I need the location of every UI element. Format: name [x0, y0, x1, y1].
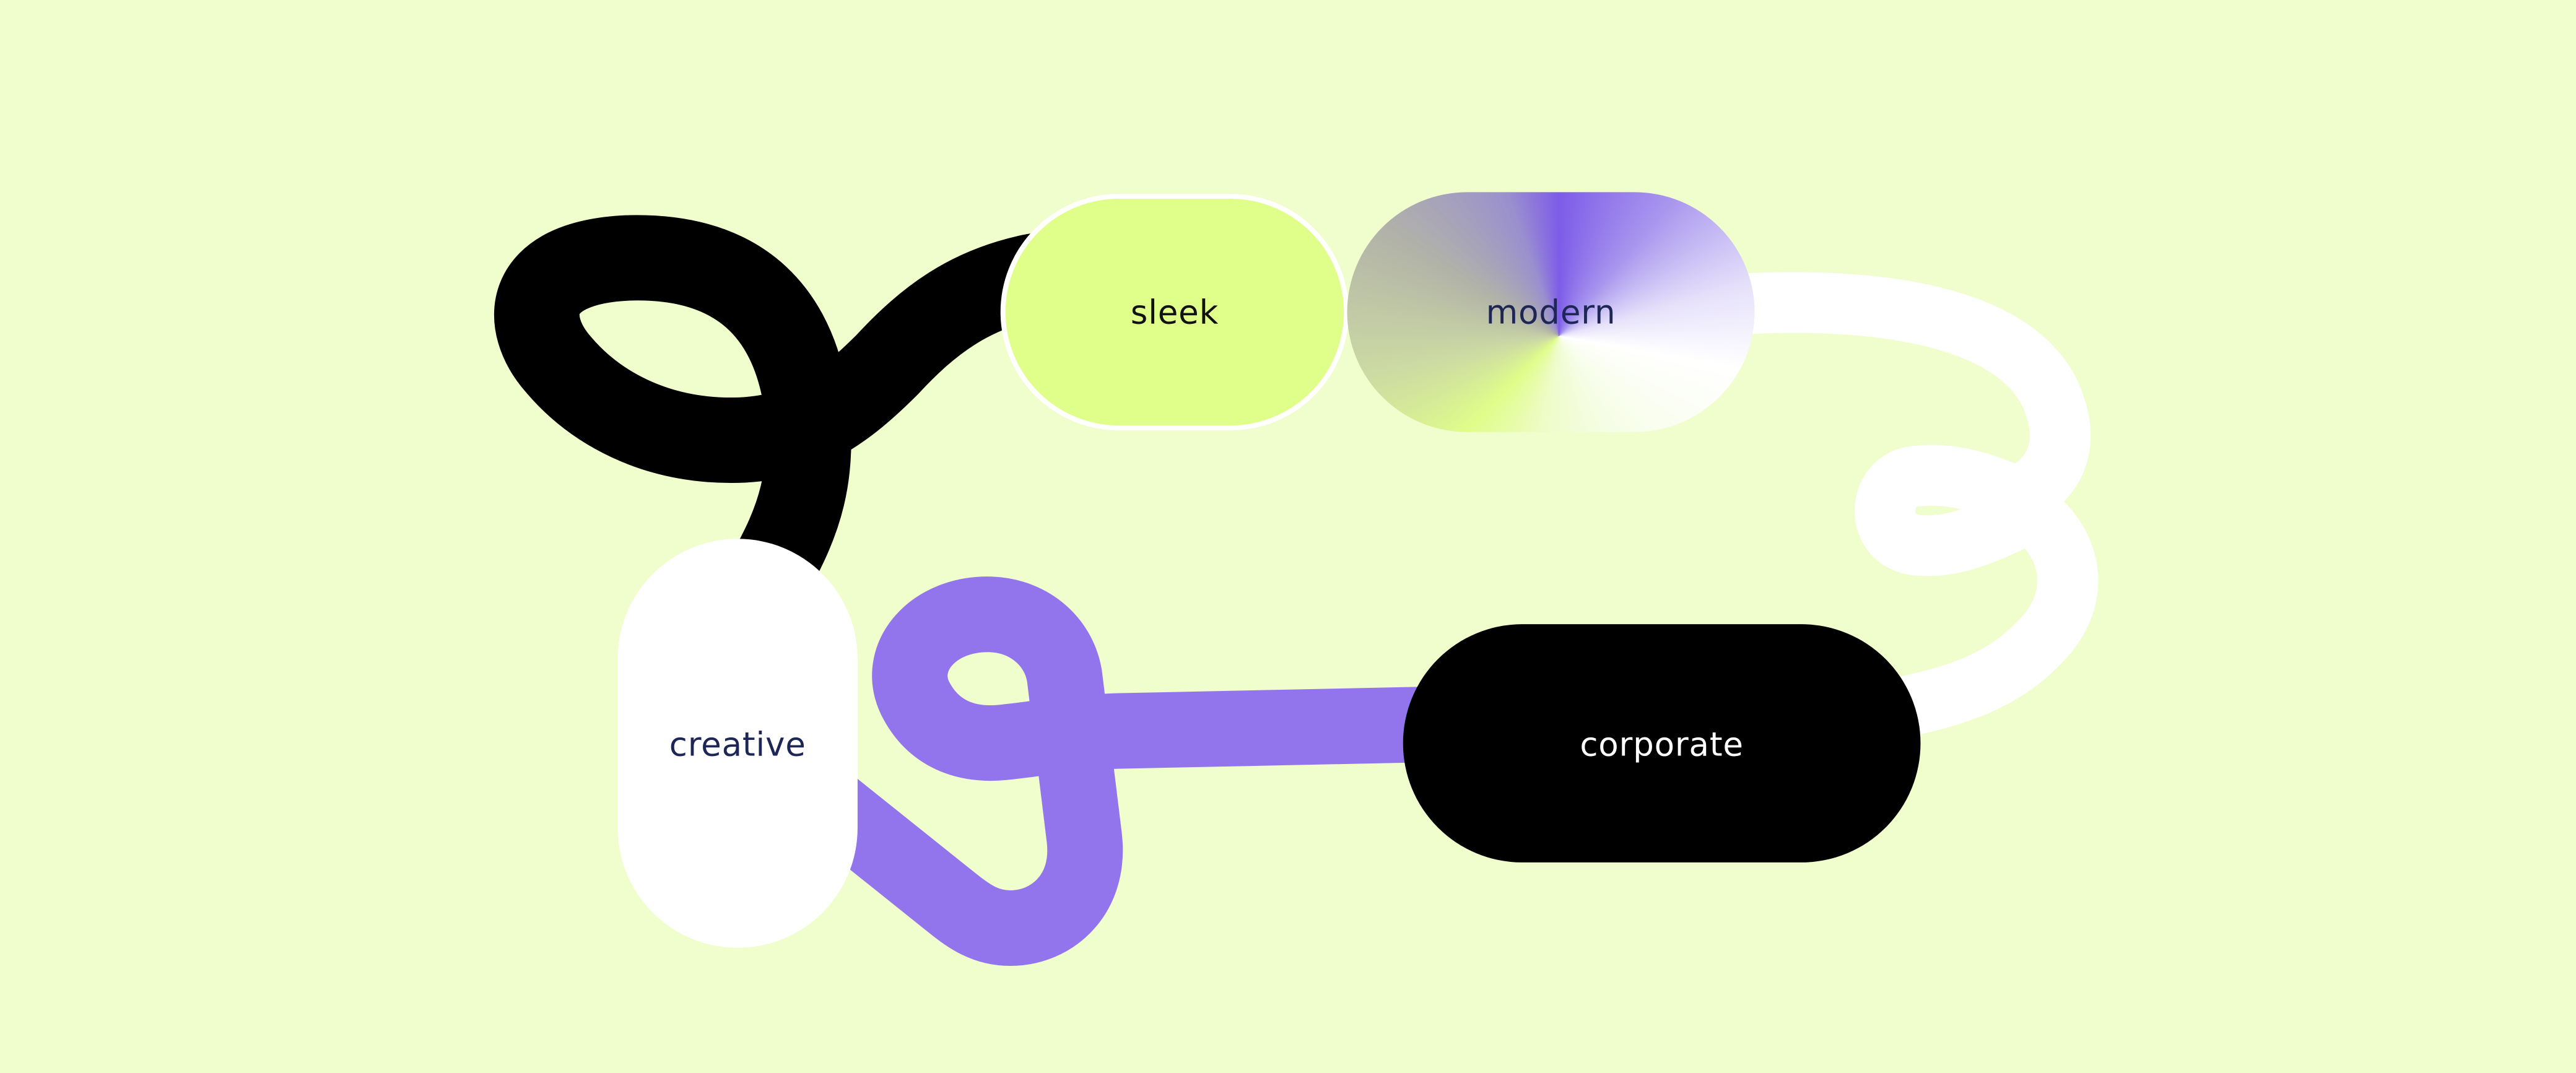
black-squiggle — [494, 215, 1078, 618]
purple-squiggle — [791, 576, 1468, 967]
sleek-label: sleek — [1130, 292, 1219, 332]
corporate-pill: corporate — [1403, 624, 1921, 862]
creative-label: creative — [669, 723, 806, 763]
modern-label: modern — [1486, 292, 1616, 332]
creative-pill: creative — [617, 539, 858, 948]
modern-pill: modern — [1347, 192, 1755, 432]
corporate-label: corporate — [1580, 723, 1744, 763]
sleek-pill: sleek — [1000, 194, 1349, 431]
white-squiggle — [1711, 272, 2099, 741]
